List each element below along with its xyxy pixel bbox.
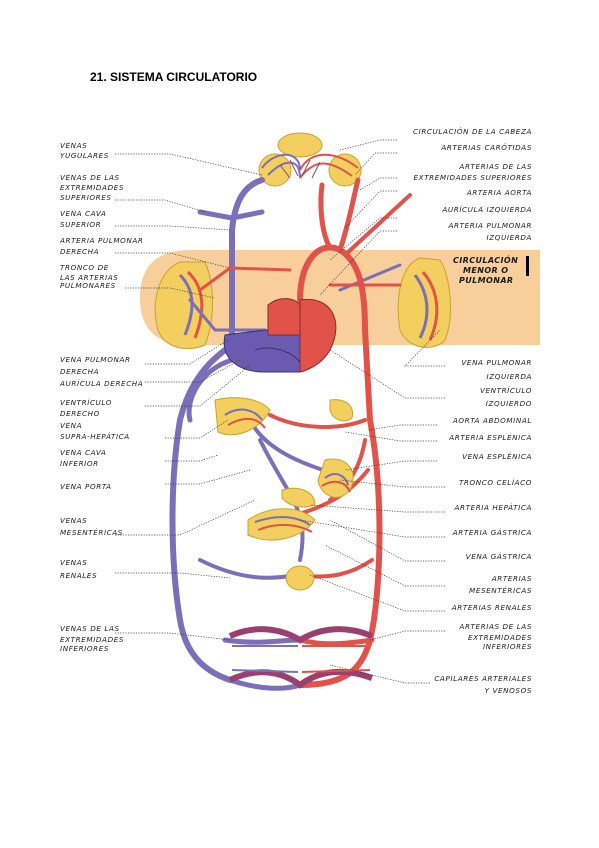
right-leaders: [299, 139, 445, 684]
heart: [223, 298, 337, 373]
label-arteria-gastrica: ARTERIA GÁSTRICA: [452, 528, 532, 537]
label-arteria-hepatica: ARTERIA HEPÁTICA: [453, 503, 532, 512]
label-arteria-esplenica: ARTERIA ESPLÉNICA: [448, 433, 532, 442]
head-capillaries: [261, 153, 359, 179]
abdominal-organs: [214, 397, 354, 591]
left-leaders: [115, 153, 263, 641]
left-lung: [397, 257, 451, 348]
label-arterias-renales: ARTERIAS RENALES: [451, 603, 532, 612]
label-vena-gastrica: VENA GÁSTRICA: [466, 552, 532, 561]
page-title: 21. SISTEMA CIRCULATORIO: [90, 70, 258, 84]
label-auricula-derecha: AURÍCULA DERECHA: [59, 379, 143, 388]
label-aorta-abdominal: AORTA ABDOMINAL: [452, 416, 532, 425]
right-labels: CIRCULACIÓN DE LA CABEZA ARTERIAS CARÓTI…: [413, 127, 532, 695]
right-lung: [154, 261, 213, 350]
lower-capillaries: [228, 626, 374, 689]
label-arteria-aorta: ARTERIA AORTA: [466, 188, 532, 197]
label-arterias-carotidas: ARTERIAS CARÓTIDAS: [440, 143, 532, 152]
circulacion-menor-marker: [526, 256, 529, 276]
label-vena-esplenica: VENA ESPLÉNICA: [462, 452, 532, 461]
label-auricula-izquierda: AURÍCULA IZQUIERDA: [441, 205, 532, 214]
label-vena-porta: VENA PORTA: [60, 482, 112, 491]
veins: [169, 177, 402, 691]
label-circulacion-cabeza: CIRCULACIÓN DE LA CABEZA: [413, 127, 532, 136]
label-tronco-celiaco: TRONCO CELÍACO: [459, 478, 532, 487]
